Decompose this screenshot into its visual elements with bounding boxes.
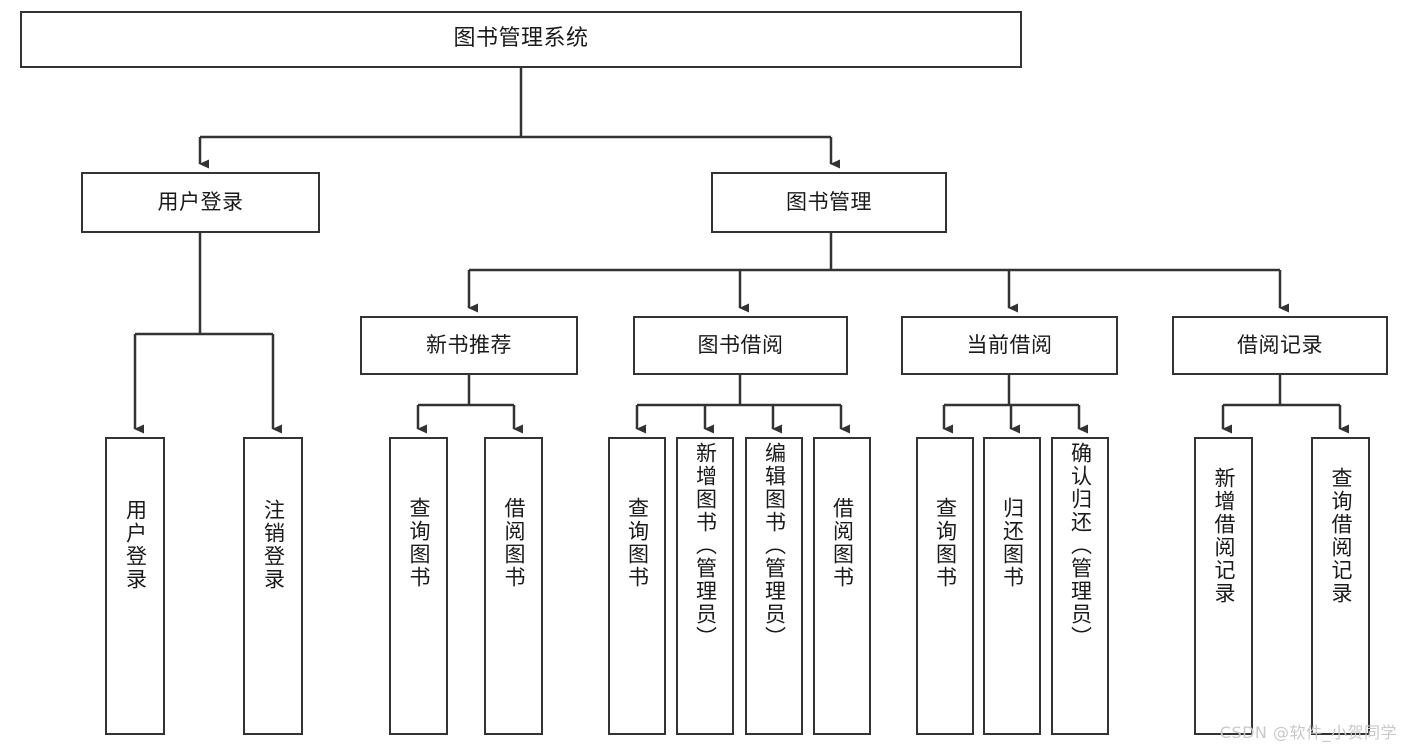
- leaf-query-book-recommend[interactable]: 查询图书: [389, 437, 448, 735]
- leaf-borrow-book-borrow[interactable]: 借阅图书: [813, 437, 871, 735]
- leaf-add-borrow-record-label: 新增借阅记录: [1212, 467, 1237, 605]
- node-book-borrow-label: 图书借阅: [697, 332, 784, 357]
- leaf-query-book-current-label: 查询图书: [933, 497, 958, 589]
- node-borrow-record-label: 借阅记录: [1237, 332, 1323, 357]
- leaf-add-borrow-record[interactable]: 新增借阅记录: [1194, 437, 1253, 735]
- leaf-user-login[interactable]: 用户登录: [105, 437, 165, 735]
- leaf-edit-book-admin[interactable]: 编辑图书（管理员）: [745, 437, 803, 735]
- node-current-borrow[interactable]: 当前借阅: [901, 316, 1118, 375]
- csdn-watermark: CSDN @软件_小贺同学: [1219, 723, 1397, 742]
- leaf-logout-login-label: 注销登录: [261, 499, 286, 591]
- leaf-return-book-label: 归还图书: [1000, 497, 1025, 589]
- node-user-login[interactable]: 用户登录: [81, 172, 320, 233]
- node-root-label: 图书管理系统: [453, 26, 589, 52]
- node-book-management[interactable]: 图书管理: [711, 172, 947, 233]
- node-user-login-label: 用户登录: [157, 189, 244, 214]
- leaf-borrow-book-borrow-label: 借阅图书: [830, 497, 855, 589]
- node-root-book-management-system[interactable]: 图书管理系统: [20, 11, 1022, 68]
- node-new-book-recommend[interactable]: 新书推荐: [360, 316, 578, 375]
- leaf-edit-book-admin-label: 编辑图书（管理员）: [762, 442, 787, 649]
- node-book-management-label: 图书管理: [786, 189, 872, 214]
- node-current-borrow-label: 当前借阅: [966, 332, 1053, 357]
- leaf-user-login-label: 用户登录: [123, 499, 148, 591]
- leaf-borrow-book-recommend[interactable]: 借阅图书: [484, 437, 543, 735]
- leaf-borrow-book-recommend-label: 借阅图书: [502, 497, 527, 589]
- leaf-query-borrow-record-label: 查询借阅记录: [1329, 467, 1354, 605]
- leaf-query-book-current[interactable]: 查询图书: [916, 437, 974, 735]
- leaf-logout-login[interactable]: 注销登录: [243, 437, 303, 735]
- node-book-borrow[interactable]: 图书借阅: [633, 316, 848, 375]
- node-new-book-recommend-label: 新书推荐: [426, 332, 512, 357]
- leaf-add-book-admin-label: 新增图书（管理员）: [693, 442, 718, 649]
- leaf-query-book-borrow-label: 查询图书: [625, 497, 650, 589]
- leaf-confirm-return-admin[interactable]: 确认归还（管理员）: [1051, 437, 1109, 735]
- leaf-query-book-recommend-label: 查询图书: [407, 497, 432, 589]
- leaf-query-book-borrow[interactable]: 查询图书: [608, 437, 666, 735]
- leaf-confirm-return-admin-label: 确认归还（管理员）: [1068, 442, 1093, 649]
- leaf-return-book[interactable]: 归还图书: [983, 437, 1041, 735]
- leaf-add-book-admin[interactable]: 新增图书（管理员）: [676, 437, 734, 735]
- leaf-query-borrow-record[interactable]: 查询借阅记录: [1311, 437, 1370, 735]
- node-borrow-record[interactable]: 借阅记录: [1172, 316, 1388, 375]
